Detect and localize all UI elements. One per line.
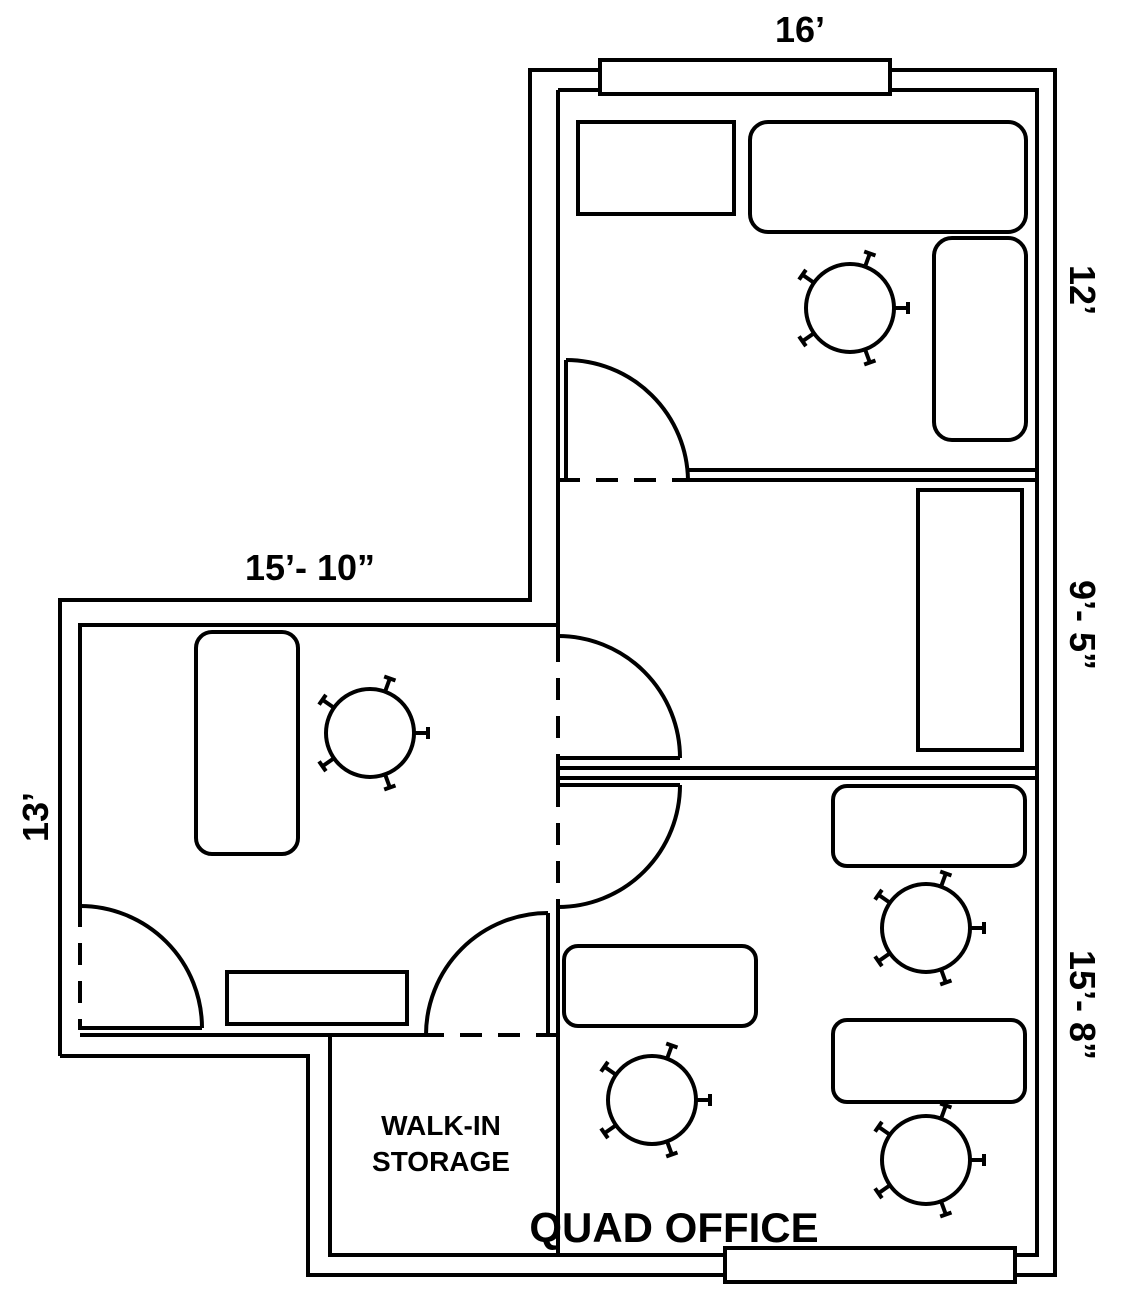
chair-leg <box>603 1123 618 1135</box>
desk-top-long <box>748 120 1028 234</box>
chair-foot <box>317 760 328 773</box>
door-swing-middle <box>557 634 682 759</box>
door-swing-exterior <box>79 904 204 1029</box>
dimension-right-middle: 9’- 5” <box>1062 580 1103 670</box>
chair-leg <box>863 348 872 364</box>
chair-foot <box>873 955 884 968</box>
dimension-left-height: 13’ <box>15 792 56 842</box>
chair-foot <box>939 978 953 987</box>
chair-icon <box>797 249 910 367</box>
chair-foot <box>863 358 877 367</box>
chair-leg <box>321 756 336 768</box>
desk-middle-room <box>916 488 1024 752</box>
chair-foot <box>873 888 884 901</box>
chair-seat <box>804 262 896 354</box>
chair-seat <box>324 687 416 779</box>
chair-foot <box>797 268 808 281</box>
chair-icon <box>599 1041 712 1159</box>
chair-foot <box>939 1210 953 1219</box>
chair-seat <box>880 882 972 974</box>
chair-foot <box>317 693 328 706</box>
chair-leg <box>939 872 948 888</box>
chair-foot <box>665 1041 679 1050</box>
chair-icon <box>873 869 986 987</box>
desk-left-office <box>194 630 300 856</box>
dimension-right-lower: 15’- 8” <box>1062 950 1103 1060</box>
chair-leg <box>877 1183 892 1195</box>
desk-right-vertical <box>932 236 1028 442</box>
door-swing-quad <box>557 784 682 909</box>
chair-leg <box>939 1200 948 1216</box>
dimension-right-upper: 12’ <box>1062 265 1103 315</box>
chair-leg <box>801 331 816 343</box>
storage-label-line1: WALK-IN <box>381 1110 501 1141</box>
desk-lower-top <box>831 784 1027 868</box>
desk-top-left <box>576 120 736 216</box>
chair-leg <box>877 893 892 905</box>
chair-leg <box>939 968 948 984</box>
chair-leg <box>321 698 336 710</box>
chair-leg <box>877 1125 892 1137</box>
storage-label-line2: STORAGE <box>372 1146 510 1177</box>
desk-lower-right <box>831 1018 1027 1104</box>
chair-leg <box>665 1140 674 1156</box>
chair-foot <box>939 869 953 878</box>
chair-leg <box>383 773 392 789</box>
chair-foot <box>383 783 397 792</box>
chair-foot <box>873 1120 884 1133</box>
inner-wall-right-wing <box>328 88 1039 1257</box>
chair-leg <box>801 273 816 285</box>
chair-foot <box>863 249 877 258</box>
bench-left-office <box>225 970 409 1026</box>
chair-foot <box>939 1101 953 1110</box>
chair-seat <box>880 1114 972 1206</box>
chair-leg <box>665 1044 674 1060</box>
chair-leg <box>603 1065 618 1077</box>
chair-icon <box>317 674 430 792</box>
chair-foot <box>599 1060 610 1073</box>
chair-foot <box>797 335 808 348</box>
chair-icon <box>873 1101 986 1219</box>
chair-foot <box>599 1127 610 1140</box>
door-swing-upper <box>565 358 690 481</box>
dimension-top-width: 16’ <box>775 9 825 50</box>
chair-leg <box>877 951 892 963</box>
chair-leg <box>863 252 872 268</box>
chair-leg <box>383 677 392 693</box>
chair-seat <box>606 1054 698 1146</box>
chair-foot <box>873 1187 884 1200</box>
window-bottom <box>723 1246 1017 1284</box>
window-top <box>598 58 892 96</box>
desk-lower-left <box>562 944 758 1028</box>
chair-foot <box>665 1150 679 1159</box>
door-swing-storage <box>424 911 549 1036</box>
chair-leg <box>939 1104 948 1120</box>
outer-wall-outline <box>58 68 1057 1277</box>
quad-office-label: QUAD OFFICE <box>529 1204 818 1251</box>
dimension-left-top-width: 15’- 10” <box>245 547 375 588</box>
inner-wall-left-office <box>78 623 558 905</box>
chair-foot <box>383 674 397 683</box>
